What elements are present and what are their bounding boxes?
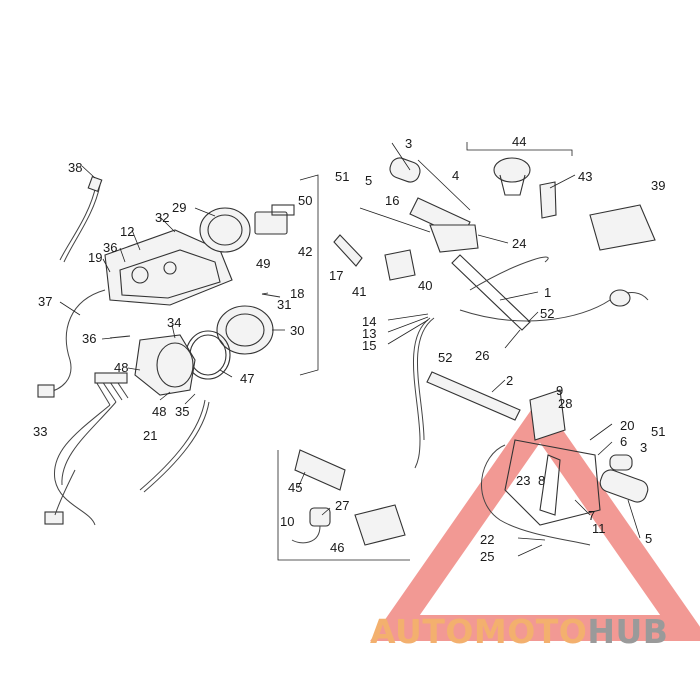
label-1: 1 <box>544 285 551 300</box>
label-44: 44 <box>512 134 526 149</box>
label-7: 7 <box>588 508 595 523</box>
label-9: 9 <box>556 383 563 398</box>
label-24: 24 <box>512 236 526 251</box>
throttle-switch-group <box>426 371 649 546</box>
label-31: 31 <box>277 297 291 312</box>
label-40: 40 <box>418 278 432 293</box>
label-52-top: 52 <box>540 306 554 321</box>
label-41: 41 <box>352 284 366 299</box>
label-42: 42 <box>298 244 312 259</box>
label-21: 21 <box>143 428 157 443</box>
label-13: 13 <box>362 326 376 341</box>
label-39: 39 <box>651 178 665 193</box>
label-20: 20 <box>620 418 634 433</box>
instrument-cluster-group <box>37 174 319 526</box>
label-28: 28 <box>558 396 572 411</box>
label-46: 46 <box>330 540 344 555</box>
label-10: 10 <box>280 514 294 529</box>
part-labels: 38 29 32 12 36 19 37 36 34 48 48 35 47 3… <box>33 134 665 564</box>
label-5-top: 5 <box>365 173 372 188</box>
label-49: 49 <box>256 256 270 271</box>
label-48-a: 48 <box>114 360 128 375</box>
label-30: 30 <box>290 323 304 338</box>
label-18: 18 <box>290 286 304 301</box>
label-32: 32 <box>155 210 169 225</box>
label-27: 27 <box>335 498 349 513</box>
label-37: 37 <box>38 294 52 309</box>
label-35: 35 <box>175 404 189 419</box>
watermark-text-a: AUTOMOTO <box>370 612 588 651</box>
label-3-bottom: 3 <box>640 440 647 455</box>
label-5-bottom: 5 <box>645 531 652 546</box>
label-45: 45 <box>288 480 302 495</box>
label-48-b: 48 <box>152 404 166 419</box>
label-29: 29 <box>172 200 186 215</box>
watermark-logo: AUTOMOTOHUB <box>370 612 690 654</box>
label-15: 15 <box>362 338 376 353</box>
label-4: 4 <box>452 168 459 183</box>
label-2: 2 <box>506 373 513 388</box>
label-23: 23 <box>516 473 530 488</box>
handlebar-group <box>333 142 656 469</box>
label-3-top: 3 <box>405 136 412 151</box>
label-36-top: 36 <box>103 240 117 255</box>
label-22: 22 <box>480 532 494 547</box>
label-51-bottom: 51 <box>651 424 665 439</box>
label-14: 14 <box>362 314 376 329</box>
label-33: 33 <box>33 424 47 439</box>
label-34: 34 <box>167 315 181 330</box>
watermark-triangle <box>370 397 700 641</box>
label-52-mid: 52 <box>438 350 452 365</box>
label-6: 6 <box>620 434 627 449</box>
label-12: 12 <box>120 224 134 239</box>
label-36-mid: 36 <box>82 331 96 346</box>
label-19: 19 <box>88 250 102 265</box>
watermark-text-b: HUB <box>587 612 669 651</box>
label-16: 16 <box>385 193 399 208</box>
label-43: 43 <box>578 169 592 184</box>
label-38: 38 <box>68 160 82 175</box>
label-25: 25 <box>480 549 494 564</box>
label-50: 50 <box>298 193 312 208</box>
label-26: 26 <box>475 348 489 363</box>
label-51-top: 51 <box>335 169 349 184</box>
label-8: 8 <box>538 473 545 488</box>
label-17: 17 <box>329 268 343 283</box>
label-11: 11 <box>592 521 606 536</box>
label-47: 47 <box>240 371 254 386</box>
